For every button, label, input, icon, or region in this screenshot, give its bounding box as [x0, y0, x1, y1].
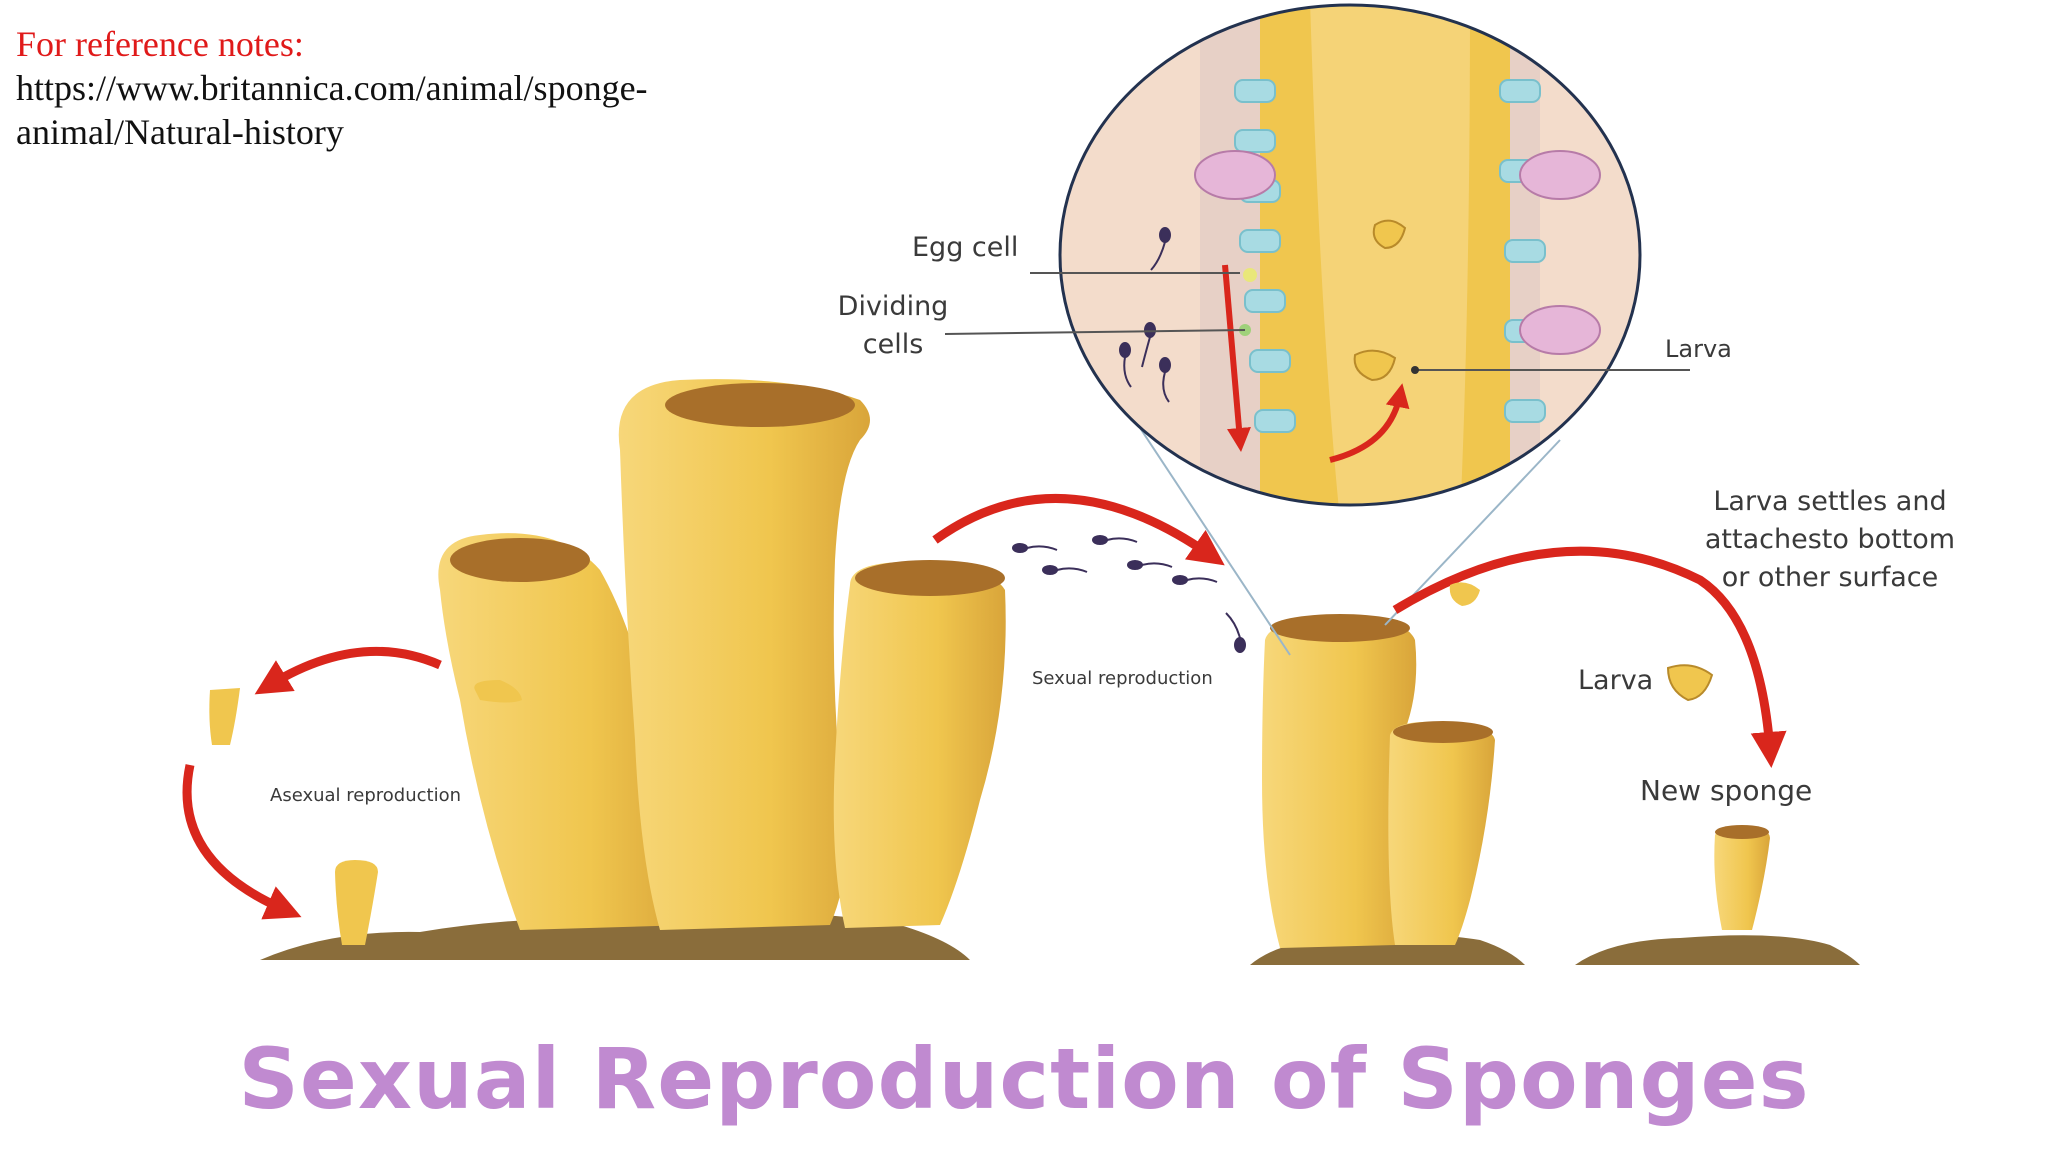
sperm-cluster	[1012, 535, 1246, 653]
asexual-bud-bottom	[335, 860, 378, 945]
sponge-pair-middle	[1262, 614, 1495, 948]
label-dividing-line1: Dividing	[837, 291, 949, 322]
asexual-bud-top	[209, 688, 240, 745]
label-sexual-reproduction: Sexual reproduction	[1032, 668, 1213, 689]
reference-notes: For reference notes: https://www.britann…	[16, 22, 648, 154]
reference-heading: For reference notes:	[16, 24, 304, 64]
label-larva-top: Larva	[1665, 335, 1732, 363]
label-larva-settles-line1: Larva settles and	[1713, 486, 1947, 517]
zoom-circle	[1058, 3, 1642, 507]
zoom-line-left	[1114, 389, 1291, 656]
reference-url-line1: https://www.britannica.com/animal/sponge…	[16, 68, 648, 108]
label-larva-settles-line2: attachesto bottom	[1704, 524, 1956, 555]
dividing-cells-pointer	[944, 329, 1246, 335]
sexual-arrow	[932, 494, 1225, 566]
asexual-arrow-bottom	[182, 764, 302, 920]
sponge-cluster-left	[438, 379, 1006, 931]
label-dividing-cells: Dividing cells	[818, 288, 968, 364]
larva-floating	[1449, 582, 1480, 606]
new-sponge	[1714, 825, 1770, 930]
label-larva-settles-line3: or other surface	[1721, 562, 1939, 593]
asexual-arrow-top	[254, 646, 442, 695]
ground-right	[1575, 935, 1860, 965]
label-dividing-line2: cells	[862, 329, 924, 360]
diagram-title: Sexual Reproduction of Sponges	[238, 1030, 1810, 1128]
label-asexual-reproduction: Asexual reproduction	[270, 785, 461, 806]
label-larva-right: Larva	[1578, 665, 1654, 696]
larva-right-icon	[1666, 664, 1714, 702]
larva-settle-arrow	[1392, 546, 1787, 768]
label-egg-cell: Egg cell	[912, 232, 1019, 263]
label-new-sponge: New sponge	[1640, 774, 1813, 807]
label-larva-settles: Larva settles and attachesto bottom or o…	[1670, 483, 1990, 597]
reference-url-line2: animal/Natural-history	[16, 112, 344, 152]
